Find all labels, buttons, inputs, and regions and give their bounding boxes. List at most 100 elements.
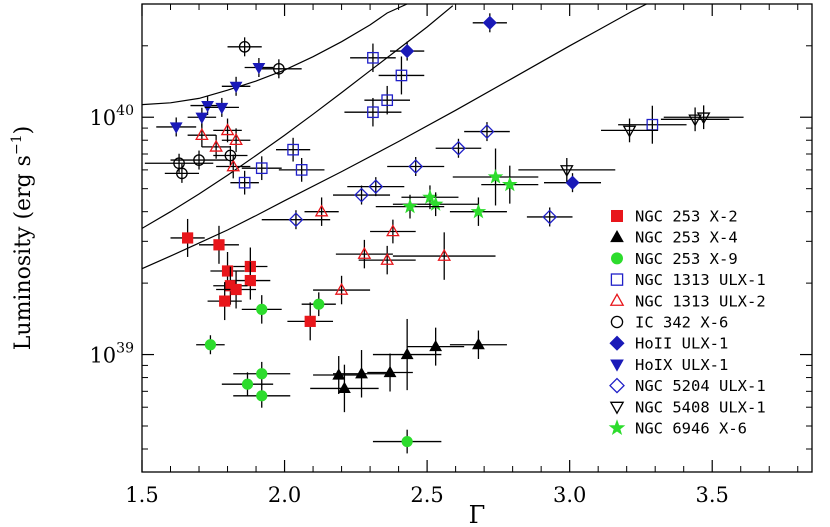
data-point xyxy=(472,337,485,350)
data-point xyxy=(219,295,231,307)
data-point xyxy=(238,40,251,53)
plot-frame xyxy=(141,3,813,473)
legend-marker xyxy=(609,293,625,306)
data-point xyxy=(256,368,268,380)
legend-marker xyxy=(610,273,624,286)
data-point xyxy=(169,122,183,134)
data-point xyxy=(215,102,229,115)
data-point xyxy=(182,232,194,244)
data-point xyxy=(195,112,209,125)
y-tick-label-base: 10 xyxy=(89,106,116,130)
data-point xyxy=(355,366,368,379)
data-point xyxy=(354,187,369,203)
data-point xyxy=(226,159,241,172)
data-point xyxy=(338,381,351,393)
data-point xyxy=(367,106,379,119)
data-point xyxy=(229,81,243,94)
y-tick-label: 1040 xyxy=(89,103,134,130)
data-point xyxy=(193,154,205,166)
legend-label: NGC 1313 ULX-1 xyxy=(635,271,766,289)
y-tick-label: 1039 xyxy=(89,341,134,368)
data-point xyxy=(401,435,413,448)
data-point xyxy=(287,143,299,156)
data-point xyxy=(487,168,504,184)
series-ngc-5204-ulx-1 xyxy=(261,122,573,230)
data-point xyxy=(400,347,414,360)
model-curves xyxy=(142,4,647,270)
data-point xyxy=(688,114,702,127)
legend-marker xyxy=(609,401,625,415)
legend-marker xyxy=(611,252,624,265)
data-point xyxy=(482,15,497,30)
data-point xyxy=(195,127,209,141)
legend-label: NGC 6946 X-6 xyxy=(635,420,747,438)
data-point xyxy=(256,303,268,315)
data-point xyxy=(230,283,242,296)
data-point xyxy=(429,339,443,352)
series-ngc-253-x-4 xyxy=(310,318,507,413)
series-ngc-6946-x-6 xyxy=(375,148,539,226)
data-point xyxy=(244,274,256,287)
data-point xyxy=(408,159,424,174)
x-tick-label: 1.5 xyxy=(125,483,158,507)
y-axis-label-sup: −1 xyxy=(9,134,25,155)
model-curve xyxy=(142,4,408,106)
data-point xyxy=(304,315,316,327)
y-tick-label-exp: 40 xyxy=(116,103,134,119)
data-point xyxy=(252,62,266,75)
data-point xyxy=(380,252,395,265)
legend-label: IC 342 X-6 xyxy=(635,314,728,332)
data-point xyxy=(470,203,487,219)
data-point xyxy=(204,339,217,351)
data-points xyxy=(144,13,744,454)
data-point xyxy=(220,123,235,136)
data-point xyxy=(224,149,237,162)
data-point xyxy=(542,209,558,225)
data-point xyxy=(288,212,304,228)
series-ngc-253-x-9 xyxy=(196,292,442,454)
data-point xyxy=(622,125,637,138)
legend-label: NGC 1313 ULX-2 xyxy=(635,292,766,310)
series-ic-342-x-6 xyxy=(144,37,302,183)
y-axis-label-close: ) xyxy=(11,126,36,135)
legend-marker xyxy=(610,229,624,243)
data-point xyxy=(213,239,225,251)
series-hoii-ulx-1 xyxy=(390,13,602,193)
data-point xyxy=(437,248,452,261)
data-point xyxy=(334,282,349,295)
data-point xyxy=(422,188,438,204)
series-ngc-1313-ulx-1 xyxy=(230,43,687,195)
series-ngc-1313-ulx-2 xyxy=(187,118,496,305)
legend-marker xyxy=(611,209,624,222)
data-point xyxy=(209,139,223,152)
legend-marker xyxy=(609,377,625,394)
data-point xyxy=(256,390,268,402)
legend-marker xyxy=(610,359,624,372)
legend-label: HoIX ULX-1 xyxy=(635,356,728,374)
data-point xyxy=(367,51,379,64)
data-point xyxy=(479,124,495,140)
legend-marker xyxy=(608,419,626,436)
y-tick-label-exp: 39 xyxy=(116,341,134,357)
x-tick-label: 2.5 xyxy=(410,483,443,507)
data-point xyxy=(241,378,254,390)
data-point xyxy=(381,94,394,107)
y-axis-label-main: Luminosity (erg s xyxy=(11,155,36,350)
x-tick-label: 3.0 xyxy=(553,483,586,507)
x-axis-label: Γ xyxy=(469,501,486,527)
axis-ticks xyxy=(141,3,812,472)
legend-label: HoII ULX-1 xyxy=(635,335,728,353)
y-tick-label-base: 10 xyxy=(89,344,116,368)
legend-marker xyxy=(610,315,624,329)
x-tick-label: 2.0 xyxy=(268,483,301,507)
model-curve xyxy=(142,4,647,270)
series-ngc-5408-ulx-1 xyxy=(518,105,744,182)
x-tick-label: 3.5 xyxy=(696,483,729,507)
series-ngc-253-x-2 xyxy=(170,218,334,341)
legend-label: NGC 253 X-9 xyxy=(635,250,738,268)
series-hoix-ulx-1 xyxy=(156,58,274,137)
data-point xyxy=(368,179,384,195)
